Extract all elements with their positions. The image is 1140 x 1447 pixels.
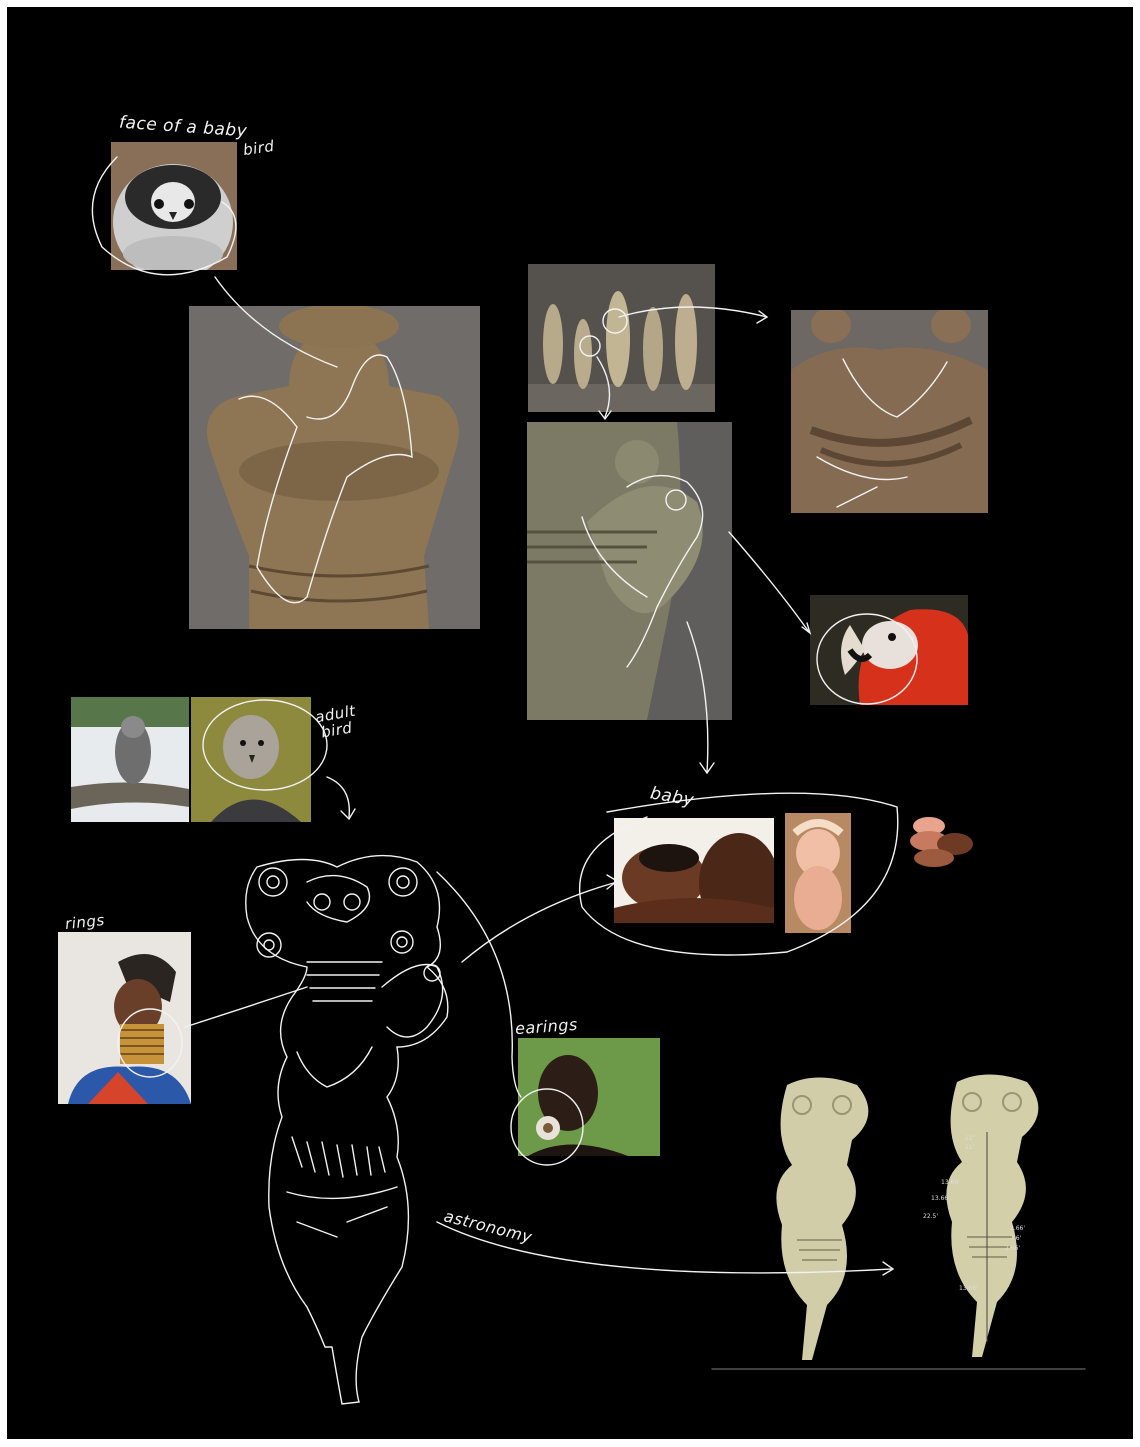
baby-bird-photo xyxy=(111,142,237,270)
newborn-with-mother-photo xyxy=(614,818,774,923)
figurine-hands-closeup xyxy=(791,310,988,513)
figurine-hands-photo xyxy=(189,306,480,629)
note-baby: baby xyxy=(649,783,696,810)
moodboard-canvas: 11' 11' 13.66' 13.66' 22.5' 2.66' 7.6' 2… xyxy=(7,7,1133,1439)
note-face-of-a-baby: face of a baby xyxy=(118,113,247,142)
note-adult-bird: bird xyxy=(320,718,354,741)
neck-rings-woman-photo xyxy=(58,932,191,1104)
skin-color-swatch xyxy=(914,849,954,867)
note-earings: earings xyxy=(514,1015,578,1038)
note-astronomy: astronomy xyxy=(442,1206,534,1246)
measurement-label: 2.66' xyxy=(1005,1245,1020,1252)
measurement-label: 13.66' xyxy=(941,1179,960,1186)
macaw-photo xyxy=(810,595,968,705)
measurement-label: 2.66' xyxy=(1010,1225,1025,1232)
figurines-group-photo xyxy=(528,264,715,412)
note-rings: rings xyxy=(64,911,105,933)
harpy-eagle-photo xyxy=(71,697,189,822)
measurement-label: 13.66' xyxy=(931,1195,950,1202)
newborn-photo xyxy=(785,813,851,933)
earring-woman-photo xyxy=(518,1038,660,1156)
note-bird: bird xyxy=(242,137,276,159)
figurine-measured-photo xyxy=(927,1072,1052,1362)
harpy-eagle-face-photo xyxy=(191,697,311,822)
measurement-label: 22.5' xyxy=(923,1213,938,1220)
measurement-label: 11' xyxy=(965,1135,974,1142)
figurine-front-photo xyxy=(757,1075,882,1365)
measurement-label: 7.6' xyxy=(1010,1235,1021,1242)
measurement-label: 13.66' xyxy=(959,1285,978,1292)
measurement-label: 11' xyxy=(965,1144,974,1151)
figurine-arm-closeup xyxy=(527,422,732,720)
